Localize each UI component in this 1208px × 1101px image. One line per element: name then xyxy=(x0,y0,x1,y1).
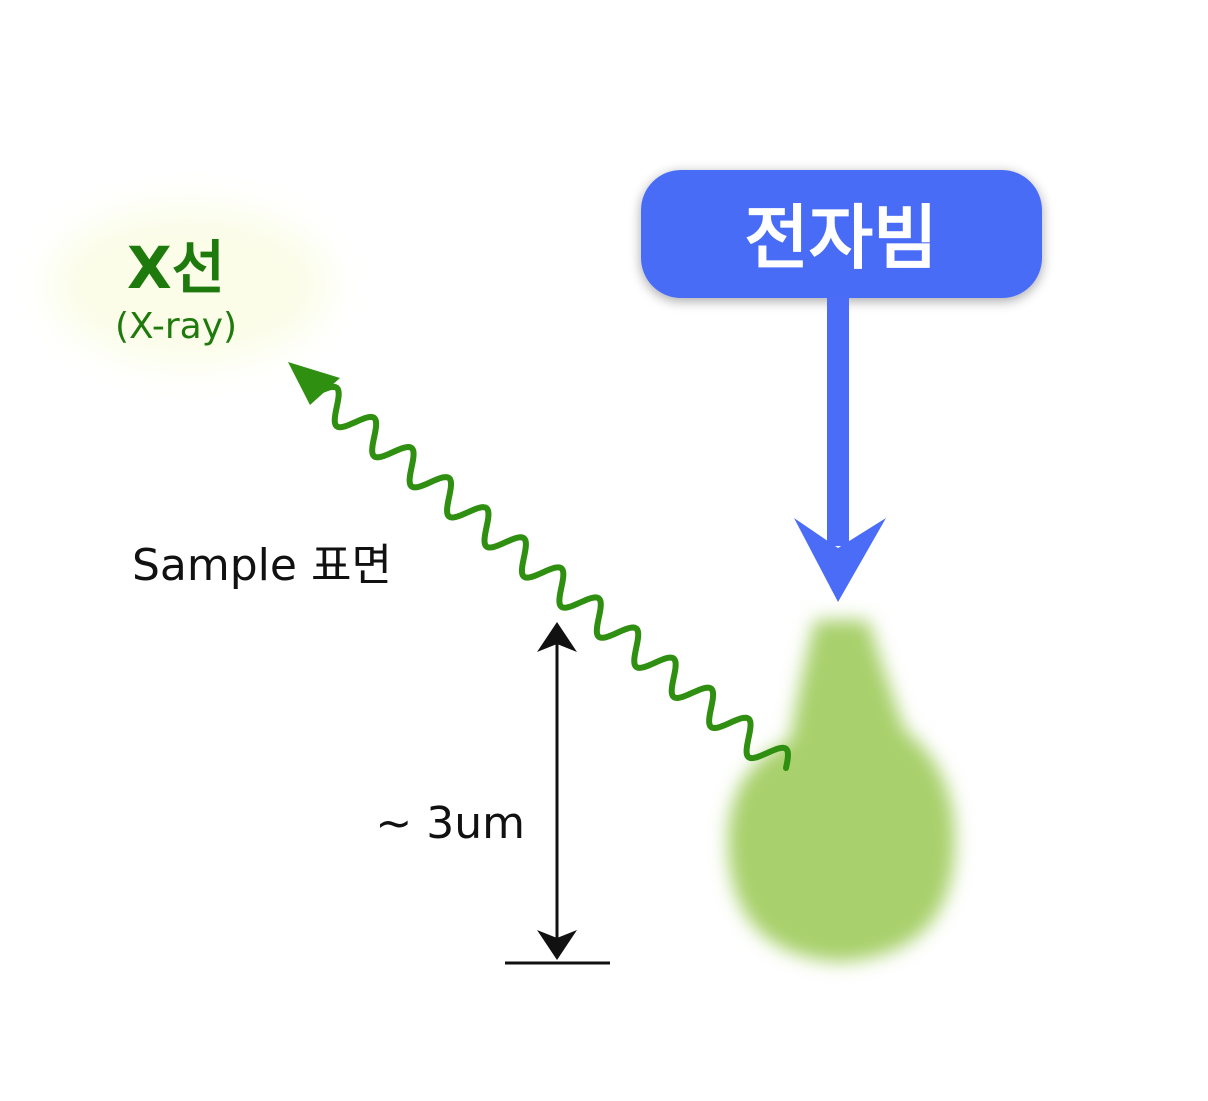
depth-arrow-up xyxy=(537,622,577,652)
depth-label: ~ 3um xyxy=(375,798,525,849)
xray-wave xyxy=(315,383,791,771)
depth-arrow-down xyxy=(537,930,577,960)
xray-sublabel: (X-ray) xyxy=(115,306,237,347)
xray-label-glow xyxy=(50,205,330,365)
electron-beam-box xyxy=(641,170,1042,298)
electron-beam-arrowhead xyxy=(794,518,886,602)
xray-arrowhead xyxy=(288,362,340,405)
electron-beam-arrow-shaft xyxy=(827,296,849,546)
interaction-volume-shape xyxy=(728,620,955,962)
electron-beam-badge xyxy=(641,170,1042,298)
xray-label: X선 xyxy=(127,234,225,302)
sample-surface-label: Sample 표면 xyxy=(132,540,392,591)
interaction-volume xyxy=(728,620,955,962)
electron-beam-label: 전자빔 xyxy=(744,197,937,279)
